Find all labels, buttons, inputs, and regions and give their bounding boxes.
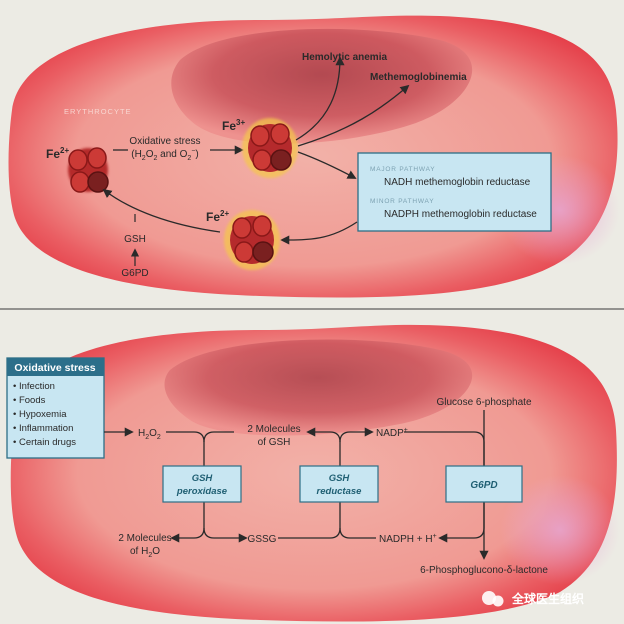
fe3-label: Fe3+	[222, 118, 245, 133]
g6pd-top-label: G6PD	[121, 268, 148, 279]
watermark: 全球医生组织	[482, 591, 584, 607]
arrow-to-hemolytic-anemia	[295, 56, 345, 141]
g6pd-box	[445, 465, 523, 503]
reductase-pathways-box	[357, 152, 552, 232]
erythrocyte-label: ERYTHROCYTE	[64, 107, 132, 116]
two-gsh-line2: of GSH	[258, 437, 291, 448]
erythrocyte-top-dimple	[171, 28, 473, 144]
methemoglobin-fe3	[242, 118, 298, 178]
gsh-reductase-line2: reductase	[317, 486, 363, 497]
two-h2o-line1: 2 Molecules	[118, 533, 171, 544]
major-pathway-label: MAJOR PATHWAY	[370, 166, 435, 173]
methemoglobinemia-label: Methemoglobinemia	[370, 72, 467, 83]
arrow-to-gssg	[203, 527, 248, 543]
oxidative-stress-box-header	[7, 358, 104, 376]
bottom-panel: Oxidative stress • Infection • Foods • H…	[0, 310, 624, 624]
two-gsh-line1: 2 Molecules	[247, 424, 300, 435]
arrow-reductase-to-fe2	[280, 221, 358, 245]
hemolytic-anemia-label: Hemolytic anemia	[302, 52, 387, 63]
line-nadph-in	[339, 527, 376, 539]
gsh-peroxidase-box	[162, 465, 242, 503]
fe2-left-label: Fe2+	[46, 146, 69, 161]
list-item: • Foods	[13, 395, 46, 406]
major-pathway-enzyme: NADH methemoglobin reductase	[384, 177, 531, 188]
cell-bottom-pink-glow	[500, 475, 620, 585]
wechat-icon	[482, 591, 496, 605]
gsh-reductase-line1: GSH	[329, 473, 351, 484]
gsh-reductase-box	[299, 465, 379, 503]
hemoglobin-fe2-bottom	[224, 210, 280, 270]
line-gsh-in	[203, 431, 234, 443]
arrow-fe2-regenerated	[102, 188, 221, 233]
arrow-to-nadp	[339, 427, 374, 443]
g6pd-box-label: G6PD	[470, 480, 497, 491]
arrow-to-reductase-box	[297, 151, 357, 179]
list-item: • Infection	[13, 381, 55, 392]
list-item: • Certain drugs	[13, 437, 76, 448]
h2o2-label: H2O2	[138, 428, 161, 441]
oxidative-stress-list: • Infection • Foods • Hypoxemia • Inflam…	[13, 381, 76, 448]
oxidative-stress-top-species: (H2O2 and O2−)	[131, 148, 199, 162]
arrow-to-methemoglobinemia	[297, 84, 410, 147]
oxidative-stress-box-title: Oxidative stress	[14, 362, 95, 374]
erythrocyte-bottom-dimple	[164, 339, 473, 436]
glucose-6-phosphate-label: Glucose 6-phosphate	[436, 397, 532, 408]
gsh-top-label: GSH	[124, 234, 146, 245]
top-panel: ERYTHROCYTE Fe2+ Oxidative stress (H2O2 …	[0, 0, 624, 305]
wechat-icon-small	[492, 595, 504, 607]
gsh-peroxidase-line2: peroxidase	[176, 486, 228, 497]
gsh-peroxidase-line1: GSH	[192, 473, 214, 484]
fe2-bottom-label: Fe2+	[206, 209, 229, 224]
nadp-label: NADP+	[376, 427, 408, 439]
minor-pathway-enzyme: NADPH methemoglobin reductase	[384, 209, 537, 220]
nadph-label: NADPH + H+	[379, 533, 437, 545]
oxidative-stress-top-label: Oxidative stress	[129, 136, 200, 147]
phosphoglucono-lactone-label: 6-Phosphoglucono-δ-lactone	[420, 565, 548, 576]
gssg-label: GSSG	[248, 534, 277, 545]
minor-pathway-label: MINOR PATHWAY	[370, 198, 434, 205]
hemoglobin-fe2-left	[68, 147, 109, 193]
two-h2o-line2: of H2O	[130, 546, 160, 559]
list-item: • Inflammation	[13, 423, 73, 434]
list-item: • Hypoxemia	[13, 409, 67, 420]
watermark-text: 全球医生组织	[511, 591, 584, 606]
